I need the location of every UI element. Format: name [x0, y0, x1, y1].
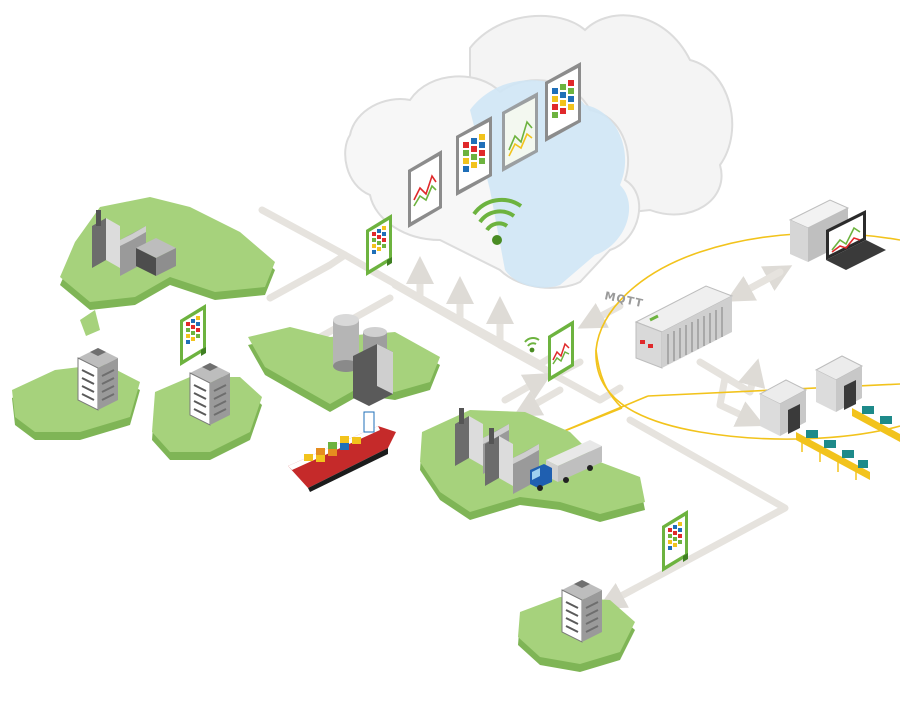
cloud-report-2-icon: [456, 116, 492, 196]
region-west-1: [12, 364, 140, 440]
wifi-icon: [472, 197, 523, 245]
cloud-report-1-icon: [408, 150, 442, 228]
laptop-icon: [788, 199, 886, 270]
cloud-icon: [344, 14, 734, 289]
conveyor-machine-icon: [758, 379, 870, 480]
office-building-icon: [189, 362, 231, 426]
mqtt-label: MQTT: [603, 289, 644, 310]
cloud-report-4-icon: [545, 62, 581, 142]
wifi-icon: [524, 337, 540, 353]
tank-factory-icon: [333, 314, 393, 406]
conveyor-machine-icon: [814, 355, 900, 442]
small-factory-icon: [136, 238, 176, 276]
report-document-icon: [366, 214, 392, 276]
office-building-icon: [77, 347, 119, 411]
edge-gateway-icon: [634, 285, 734, 369]
truck-icon: [530, 440, 602, 491]
chart-document-icon: [547, 319, 575, 383]
office-building-icon: [561, 579, 603, 643]
cargo-ship-icon: [288, 411, 396, 492]
factory-icon: [92, 210, 176, 276]
report-document-icon: [180, 304, 206, 366]
cloud-report-3-icon: [502, 92, 538, 172]
